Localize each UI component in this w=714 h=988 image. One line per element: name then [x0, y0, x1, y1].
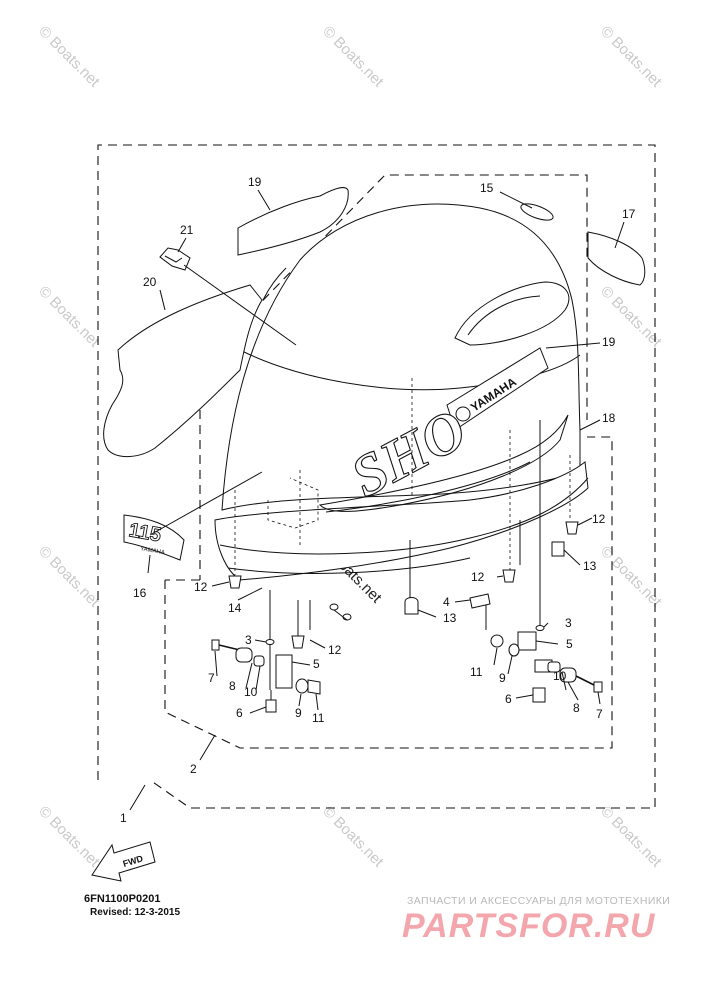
callout-16: 16: [133, 586, 147, 600]
callout-12: 12: [592, 512, 606, 526]
mounting-lines: [269, 420, 541, 690]
rear-cover-part: [587, 231, 646, 286]
top-decal: [237, 187, 349, 256]
callout-12: 12: [471, 570, 485, 584]
grommet-part: [520, 203, 554, 221]
callout-6: 6: [236, 706, 243, 720]
callout-10: 10: [553, 669, 567, 683]
callout-10: 10: [244, 685, 258, 699]
callout-13: 13: [583, 559, 597, 573]
callout-11: 11: [470, 665, 483, 679]
callout-5: 5: [313, 657, 320, 671]
watermark: © Boats.net: [35, 543, 103, 611]
callout-20: 20: [143, 275, 157, 289]
watermark: © Boats.net: [319, 803, 387, 871]
callout-8: 8: [573, 701, 580, 715]
revision-date: Revised: 12-3-2015: [90, 907, 180, 918]
watermark: © Boats.net: [35, 803, 103, 871]
footer-slogan: ЗАПЧАСТИ И АКСЕССУАРЫ ДЛЯ МОТОТЕХНИКИ: [407, 895, 670, 907]
callout-1: 1: [120, 811, 127, 825]
callout-3: 3: [245, 633, 252, 647]
footer-brand-logo: PARTSFOR.RU: [402, 907, 656, 945]
watermark: © Boats.net: [35, 283, 103, 351]
watermark: © Boats.net: [597, 803, 665, 871]
callout-21: 21: [180, 223, 194, 237]
callout-13: 13: [443, 611, 457, 625]
callout-8: 8: [229, 679, 236, 693]
callout-3: 3: [565, 616, 572, 630]
model-decal-text: 115: [127, 519, 163, 546]
callout-9: 9: [295, 706, 302, 720]
callout-15: 15: [480, 181, 494, 195]
callout-9: 9: [499, 671, 506, 685]
callout-19: 19: [248, 175, 262, 189]
model-decal-brand: YAMAHA: [140, 546, 166, 556]
callout-14: 14: [228, 601, 242, 615]
assembly-boundary-1: [97, 144, 656, 809]
callout-12: 12: [328, 643, 342, 657]
leader-lines: [129, 189, 625, 811]
model-115-decal: 115 YAMAHA: [123, 514, 185, 561]
callout-6: 6: [505, 692, 512, 706]
callout-12: 12: [194, 580, 208, 594]
callout-17: 17: [622, 207, 636, 221]
watermark: © Boats.net: [597, 23, 665, 91]
drawing-code: 6FN1100P0201: [84, 893, 160, 905]
emblem-part: [159, 247, 191, 271]
watermark: © Boats.net: [319, 23, 387, 91]
fwd-arrow-icon: FWD: [91, 841, 156, 882]
hidden-lines: [234, 378, 571, 575]
callout-numbers: 19 21 20 15 17 19 18 16 12 14 12 12 12 1…: [120, 175, 636, 825]
callout-7: 7: [596, 707, 603, 721]
top-cowling: [214, 203, 589, 581]
callout-7: 7: [208, 671, 215, 685]
hardware-parts: [211, 521, 603, 713]
callout-18: 18: [602, 411, 616, 425]
watermark: © Boats.net: [35, 23, 103, 91]
callout-19: 19: [602, 335, 616, 349]
callout-4: 4: [443, 595, 450, 609]
callout-5: 5: [566, 637, 573, 651]
left-cover-decal: [103, 284, 263, 457]
callout-11: 11: [312, 711, 325, 725]
callout-2: 2: [190, 762, 197, 776]
